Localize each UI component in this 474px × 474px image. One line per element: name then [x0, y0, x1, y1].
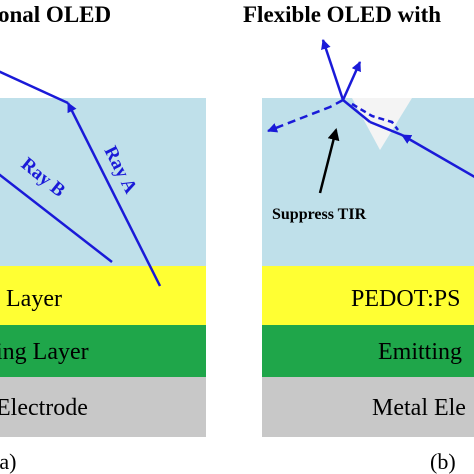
panel-a-emitting-label: ing Layer: [0, 339, 89, 365]
panel-a-letter: (a): [0, 449, 16, 474]
panel-b: Flexible OLED with Suppress TIR PEDOT:PS…: [243, 2, 474, 474]
panel-a-pedot-layer: [0, 266, 206, 325]
panel-a-electrode-layer: [0, 377, 206, 437]
panel-a-ray-b: [0, 173, 113, 263]
panel-b-title: Flexible OLED with: [243, 2, 441, 27]
panel-b-annotation: Suppress TIR: [272, 206, 367, 223]
panel-b-ray-to-surface: [342, 99, 371, 123]
panel-a-emitting-layer: [0, 325, 206, 377]
panel-b-escaping-ray-2: [341, 61, 362, 101]
panel-b-electrode-layer: [262, 377, 474, 437]
panel-b-annotation-arrow: [318, 128, 340, 194]
panel-b-surface-notch: [352, 98, 412, 150]
panel-a-pedot-label: Layer: [6, 286, 62, 312]
panel-b-incoming-ray: [401, 133, 474, 178]
panel-a-electrode-label: Electrode: [0, 395, 88, 421]
panel-b-suppressed-tir-path: [267, 98, 344, 133]
panel-a: onal OLED Ray A Ray B Layer ing Layer El…: [0, 2, 206, 474]
panel-b-escaping-ray-1: [321, 39, 345, 101]
panel-b-dashed-notch-path: [351, 102, 399, 131]
panel-a-ray-a-reflected: [0, 70, 69, 105]
panel-b-pedot-label: PEDOT:PS: [351, 286, 461, 312]
panel-b-emitting-layer: [262, 325, 474, 377]
panel-b-pedot-layer: [262, 266, 474, 325]
panel-a-ray-a-incident: [66, 102, 162, 287]
panel-b-ray-segment: [369, 120, 403, 137]
panel-b-emitting-label: Emitting: [378, 339, 462, 365]
panel-a-substrate-layer: [0, 98, 206, 266]
panel-b-letter: (b): [430, 449, 456, 474]
panel-a-title: onal OLED: [0, 2, 111, 27]
panel-b-electrode-label: Metal Ele: [372, 395, 466, 421]
